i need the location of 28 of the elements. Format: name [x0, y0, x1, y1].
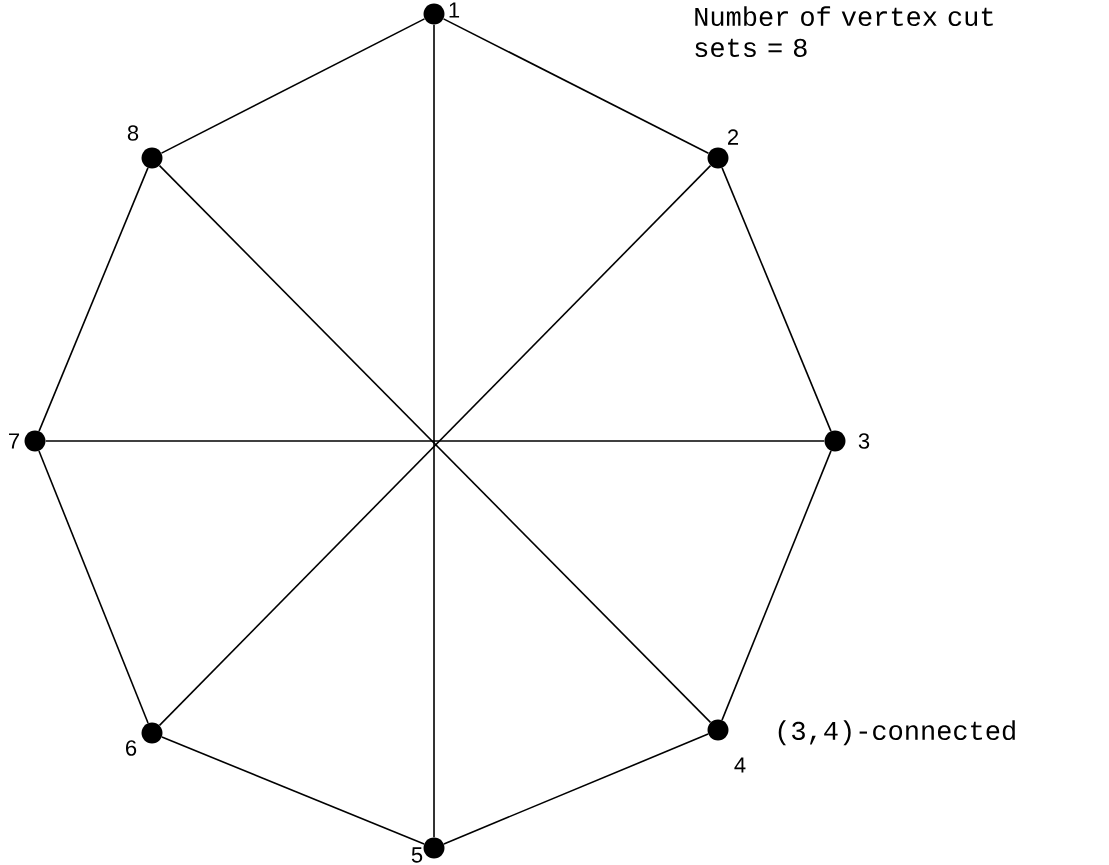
graph-edge — [721, 167, 832, 432]
vertex-dot — [707, 147, 729, 169]
vertex-dot — [141, 722, 163, 744]
graph-edge — [161, 736, 425, 845]
vertex-dot — [423, 3, 445, 25]
vertex-dot — [141, 147, 163, 169]
graph-edge — [160, 18, 426, 154]
vertex-dot — [423, 837, 445, 859]
vertex-number: 8 — [127, 125, 139, 141]
graph-edge — [38, 167, 149, 432]
vertex-number: 1 — [449, 2, 460, 18]
vertex-number: 4 — [734, 757, 746, 773]
graph-edge — [38, 450, 149, 724]
vertex-number: 3 — [858, 433, 870, 449]
graph-edge — [443, 733, 709, 845]
vertex-number: 2 — [728, 129, 738, 145]
vertex-number: 5 — [411, 847, 423, 863]
vertex-number: 6 — [126, 740, 137, 756]
graph-edge — [44, 440, 826, 442]
graph-edge — [442, 18, 710, 154]
vertex-number: 7 — [9, 433, 20, 449]
graph-edge — [433, 23, 435, 839]
graph-edge — [721, 450, 832, 721]
note-text: Number of vertex cut sets = 8 — [695, 6, 993, 58]
vertex-dot — [707, 719, 729, 741]
note-text: (3,4)-connected — [778, 720, 1015, 746]
vertex-dot — [24, 430, 46, 452]
vertex-dot — [824, 430, 846, 452]
